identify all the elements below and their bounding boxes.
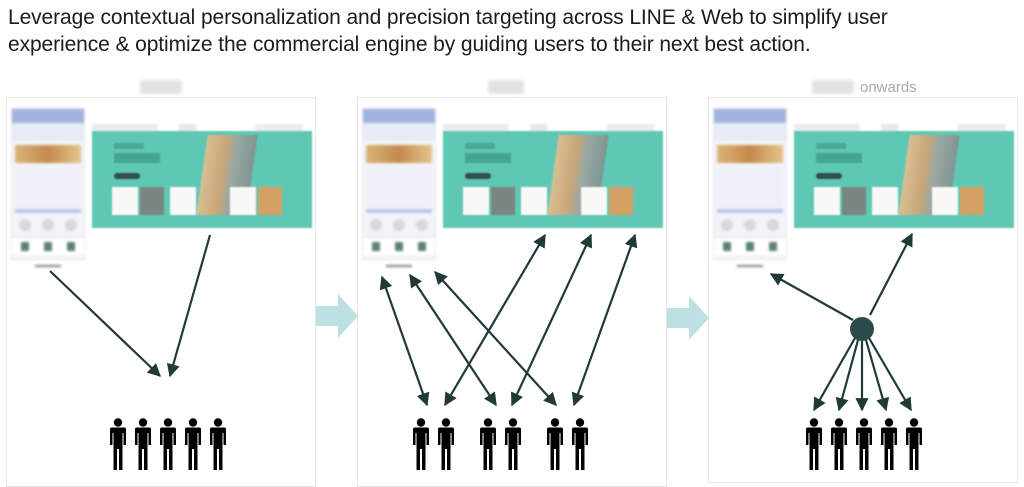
website-nav-bar xyxy=(794,124,1012,132)
line-app-mockup xyxy=(713,108,787,267)
stage-1-label xyxy=(140,78,182,96)
stage-3-label: onwards xyxy=(812,78,917,96)
slide-heading: Leverage contextual personalization and … xyxy=(8,4,1008,58)
stage-1-year-redacted xyxy=(140,80,182,94)
heading-line-1: Leverage contextual personalization and … xyxy=(8,6,888,29)
hub-node-icon xyxy=(850,317,874,341)
stage-2-label xyxy=(488,78,524,96)
line-app-mockup xyxy=(11,108,85,267)
stage-3-suffix: onwards xyxy=(860,78,917,96)
stage-2-year-redacted xyxy=(488,80,524,94)
website-banner-mockup xyxy=(92,131,312,228)
arrow-web-to-users xyxy=(166,234,212,378)
line-app-mockup xyxy=(362,108,436,267)
chevron-right-arrow-icon xyxy=(316,294,358,338)
arrow-line-to-users xyxy=(49,270,161,377)
website-nav-bar xyxy=(443,124,661,132)
stage-1-panel xyxy=(6,97,316,487)
heading-line-2: experience & optimize the commercial eng… xyxy=(8,33,811,56)
stage-3-panel xyxy=(708,97,1018,483)
website-banner-mockup xyxy=(443,131,663,228)
website-banner-mockup xyxy=(794,131,1014,228)
website-nav-bar xyxy=(92,124,310,132)
chevron-right-arrow-icon xyxy=(667,296,709,340)
stage-3-year-redacted xyxy=(812,80,854,94)
